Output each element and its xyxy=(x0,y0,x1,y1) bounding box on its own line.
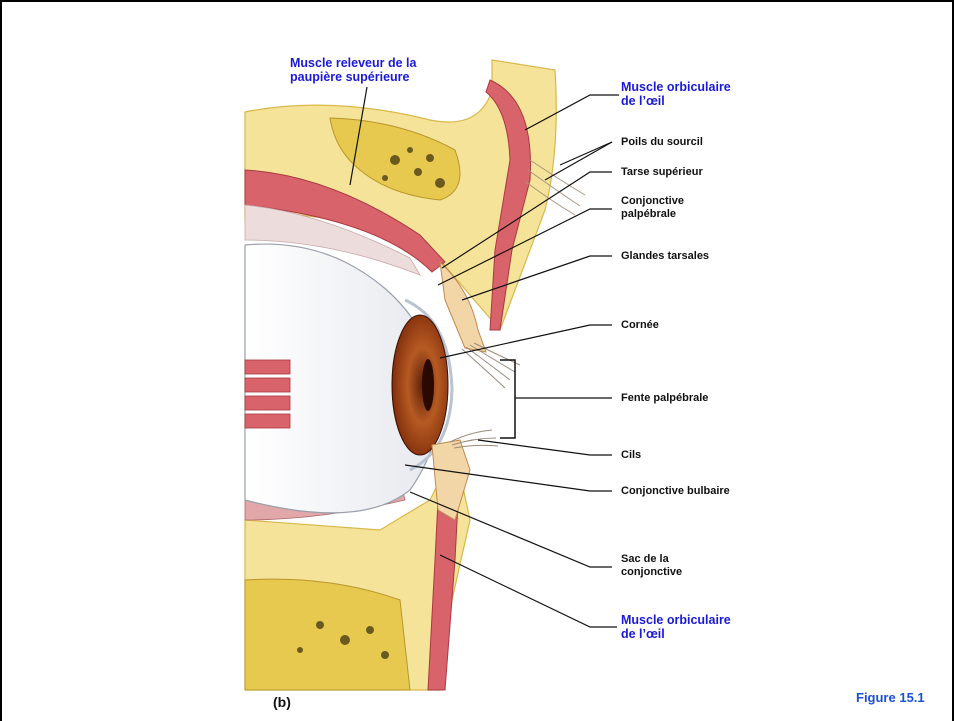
label-orbicularis-bottom: Muscle orbiculaire de l’œil xyxy=(621,613,731,642)
pupil xyxy=(422,359,434,411)
label-orbicularis-top: Muscle orbiculaire de l’œil xyxy=(621,80,731,109)
label-bulbar-conj: Conjonctive bulbaire xyxy=(621,485,730,498)
label-tarsal-plate: Tarse supérieur xyxy=(621,166,703,179)
iris xyxy=(392,315,448,455)
figure-caption: Figure 15.1 xyxy=(856,690,925,705)
label-eyebrow: Poils du sourcil xyxy=(621,136,703,149)
label-sac: Sac de la conjonctive xyxy=(621,553,682,578)
lower-bone xyxy=(245,579,410,690)
label-tarsal-glands: Glandes tarsales xyxy=(621,250,709,263)
label-cornea: Cornée xyxy=(621,319,659,332)
label-palpebral-conj: Conjonctive palpébrale xyxy=(621,195,684,220)
label-levator: Muscle releveur de la paupière supérieur… xyxy=(290,56,416,85)
leader-orbicularis-bottom xyxy=(440,555,617,627)
upper-lashes xyxy=(462,343,520,388)
leader-lashes xyxy=(478,440,612,455)
leader-eyebrow-1 xyxy=(560,142,612,165)
label-fissure: Fente palpébrale xyxy=(621,392,708,405)
fissure-bracket xyxy=(500,360,515,438)
panel-letter: (b) xyxy=(273,694,291,710)
label-lashes: Cils xyxy=(621,449,641,462)
